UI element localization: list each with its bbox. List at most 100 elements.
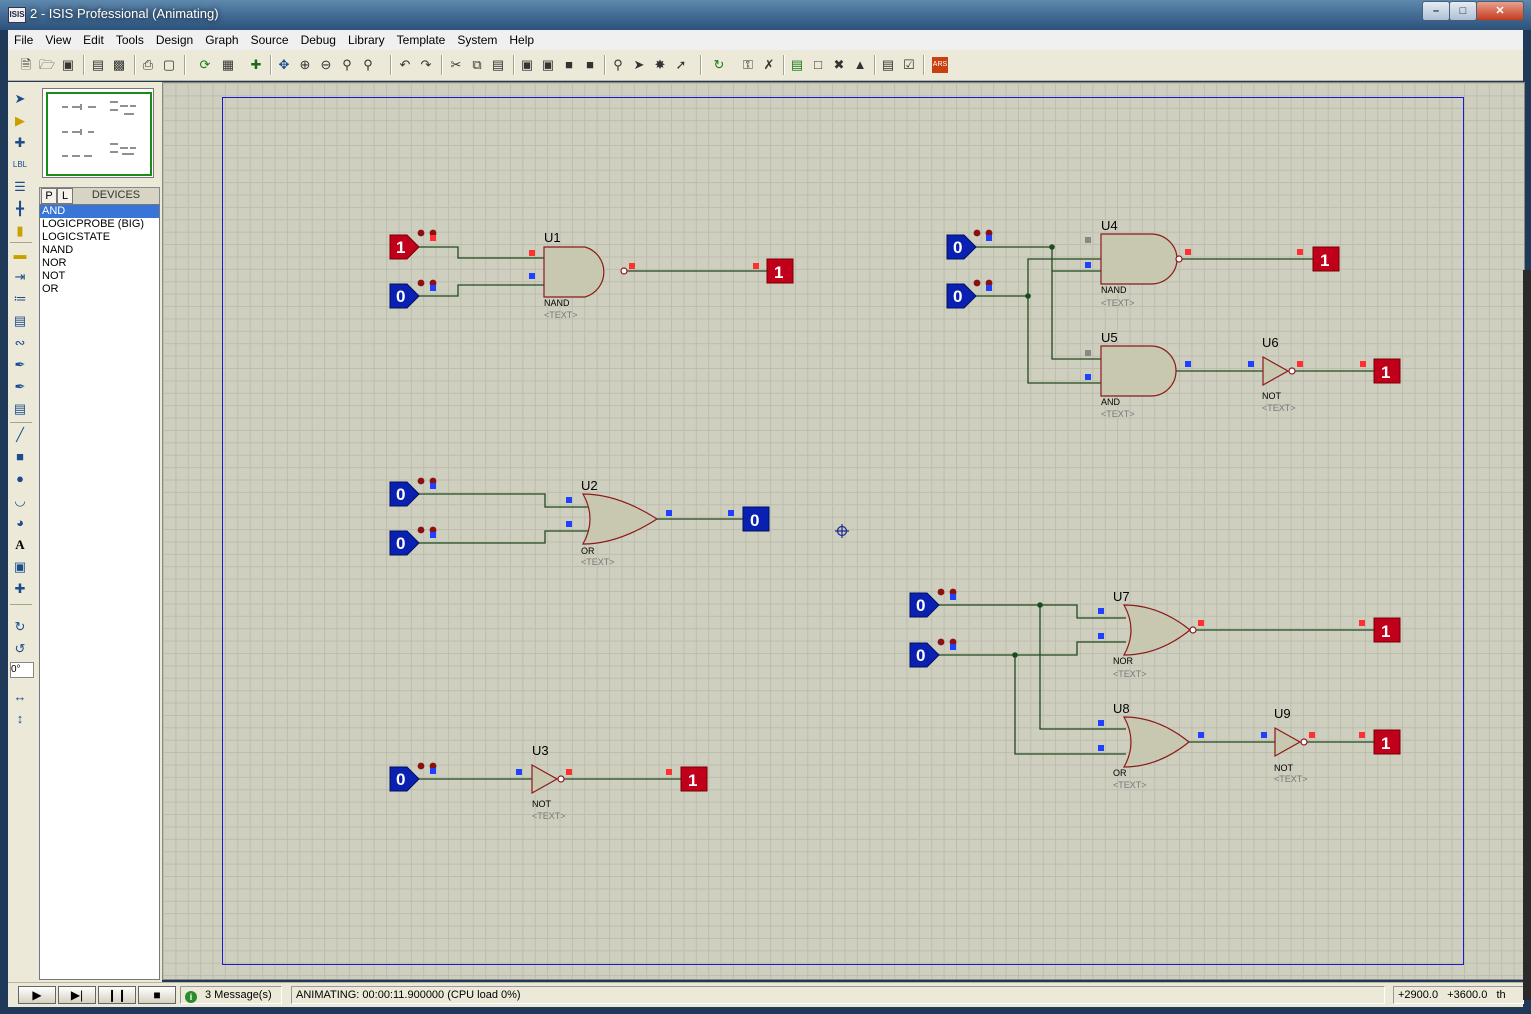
logicstate-s1a[interactable]: 1 (389, 229, 437, 260)
marker-icon[interactable]: ✚ (14, 581, 26, 596)
logicstate-s7b[interactable]: 0 (909, 638, 957, 668)
logicstate-s2b[interactable]: 0 (389, 526, 437, 556)
menu-help[interactable]: Help (509, 33, 535, 47)
menu-edit[interactable]: Edit (83, 33, 104, 47)
menu-library[interactable]: Library (347, 33, 385, 47)
ares-netlist-icon[interactable]: ARS (932, 57, 948, 73)
virtual-instruments-icon[interactable]: ▤ (13, 401, 27, 416)
copy-icon[interactable]: ⧉ (472, 57, 482, 72)
zoom-area-icon[interactable]: ⚲ (363, 57, 373, 72)
rotate-clockwise-icon[interactable]: ↻ (14, 619, 26, 634)
menu-file[interactable]: File (14, 33, 34, 47)
library-manager-button[interactable]: L (57, 188, 73, 204)
text-icon[interactable]: A (15, 537, 25, 552)
cut-icon[interactable]: ✂ (450, 57, 462, 72)
gate-ref-u1[interactable]: U1 (544, 230, 561, 245)
zoom-in-icon[interactable]: ⊕ (299, 57, 311, 72)
logicstate-s7a[interactable]: 0 (909, 588, 957, 618)
device-item-logicprobe-big[interactable]: LOGICPROBE (BIG) (42, 218, 145, 230)
block-rotate-icon[interactable]: ■ (565, 57, 573, 72)
tape-recorder-icon[interactable]: ▤ (13, 313, 27, 328)
logicstate-s1b[interactable]: 0 (389, 279, 437, 309)
line-icon[interactable]: ╱ (16, 427, 24, 442)
gate-ref-u7[interactable]: U7 (1113, 589, 1130, 604)
step-button[interactable]: ▶| (58, 986, 96, 1004)
logicstate-s4b[interactable]: 0 (946, 279, 993, 309)
rotate-anticlockwise-icon[interactable]: ↺ (14, 641, 26, 656)
path-icon[interactable]: ◕ (16, 515, 24, 530)
new-icon[interactable]: 🗎 (20, 57, 32, 72)
gate-ref-u3[interactable]: U3 (532, 743, 549, 758)
gate-ref-u9[interactable]: U9 (1274, 706, 1291, 721)
bus-icon[interactable]: ╋ (16, 201, 24, 216)
block-copy-icon[interactable]: ▣ (520, 57, 534, 72)
circle-icon[interactable]: ● (16, 471, 24, 486)
stop-button[interactable]: ■ (138, 986, 176, 1004)
block-move-icon[interactable]: ▣ (541, 57, 555, 72)
paste-icon[interactable]: ▤ (491, 57, 505, 72)
zoom-all-icon[interactable]: ⚲ (342, 57, 352, 72)
component-mode-icon[interactable]: ▶ (15, 113, 25, 128)
bill-of-materials-icon[interactable]: ▤ (881, 57, 895, 72)
device-item-and[interactable]: AND (40, 205, 159, 218)
mirror-y-icon[interactable]: ↕ (16, 711, 24, 726)
export-section-icon[interactable]: ▩ (112, 57, 126, 72)
wire-autorouter-icon[interactable]: ↻ (713, 57, 725, 72)
device-item-or[interactable]: OR (42, 283, 59, 295)
symbol-icon[interactable]: ▣ (13, 559, 27, 574)
menu-source[interactable]: Source (250, 33, 289, 47)
graph-icon[interactable]: ≔ (13, 291, 27, 306)
remove-sheet-icon[interactable]: ✖ (833, 57, 845, 72)
menu-template[interactable]: Template (396, 33, 446, 47)
make-device-icon[interactable]: ➤ (633, 57, 645, 72)
maximize-button[interactable]: □ (1449, 1, 1477, 21)
search-tag-icon[interactable]: ⚿ (743, 57, 753, 72)
gate-ref-u2[interactable]: U2 (581, 478, 598, 493)
device-pins-icon[interactable]: ⇥ (14, 269, 26, 284)
menu-graph[interactable]: Graph (205, 33, 239, 47)
gate-ref-u8[interactable]: U8 (1113, 701, 1130, 716)
menu-design[interactable]: Design (155, 33, 194, 47)
origin-icon[interactable]: ✚ (250, 57, 262, 72)
device-item-logicstate[interactable]: LOGICSTATE (42, 231, 111, 243)
menu-system[interactable]: System (457, 33, 498, 47)
logicstate-s3a[interactable]: 0 (389, 762, 437, 792)
generator-icon[interactable]: ∾ (14, 335, 26, 350)
refresh-icon[interactable]: ⟳ (199, 57, 211, 72)
box-icon[interactable]: ■ (16, 449, 24, 464)
schematic-editing-window[interactable]: U1 NAND <TEXT> 1 0 1 (162, 82, 1525, 980)
gate-ref-u4[interactable]: U4 (1101, 218, 1118, 233)
play-button[interactable]: ▶ (18, 986, 56, 1004)
menu-view[interactable]: View (45, 33, 72, 47)
electrical-rules-check-icon[interactable]: ☑ (903, 57, 915, 72)
minimize-button[interactable]: – (1422, 1, 1450, 21)
print-icon[interactable]: ⎙ (142, 57, 154, 72)
redo-icon[interactable]: ↷ (420, 57, 432, 72)
zoom-out-icon[interactable]: ⊖ (320, 57, 332, 72)
rotation-angle-field[interactable]: 0° (10, 662, 34, 678)
overview-window[interactable] (42, 88, 154, 178)
selection-mode-icon[interactable]: ➤ (14, 91, 26, 106)
gate-ref-u6[interactable]: U6 (1262, 335, 1279, 350)
menu-tools[interactable]: Tools (115, 33, 144, 47)
pan-icon[interactable]: ✥ (278, 57, 290, 72)
junction-dot-icon[interactable]: ✚ (14, 135, 26, 150)
save-icon[interactable]: ▣ (61, 57, 75, 72)
packaging-tool-icon[interactable]: ✸ (654, 57, 666, 72)
menu-debug[interactable]: Debug (300, 33, 336, 47)
import-section-icon[interactable]: ▤ (91, 57, 105, 72)
pick-device-icon[interactable]: ⚲ (613, 57, 623, 72)
print-area-icon[interactable]: ▢ (162, 57, 176, 72)
pause-button[interactable]: ❙❙ (98, 986, 136, 1004)
property-assignment-icon[interactable]: ✗ (763, 57, 775, 72)
gate-ref-u5[interactable]: U5 (1101, 330, 1118, 345)
grid-icon[interactable]: ▦ (221, 57, 235, 72)
exit-to-parent-icon[interactable]: ▲ (853, 57, 867, 72)
terminals-icon[interactable]: ▬ (13, 247, 27, 262)
block-delete-icon[interactable]: ■ (586, 57, 594, 72)
new-sheet-icon[interactable]: □ (814, 57, 822, 72)
open-icon[interactable]: 🗁 (39, 57, 56, 72)
device-item-not[interactable]: NOT (42, 270, 66, 282)
text-script-icon[interactable]: ☰ (14, 179, 26, 194)
